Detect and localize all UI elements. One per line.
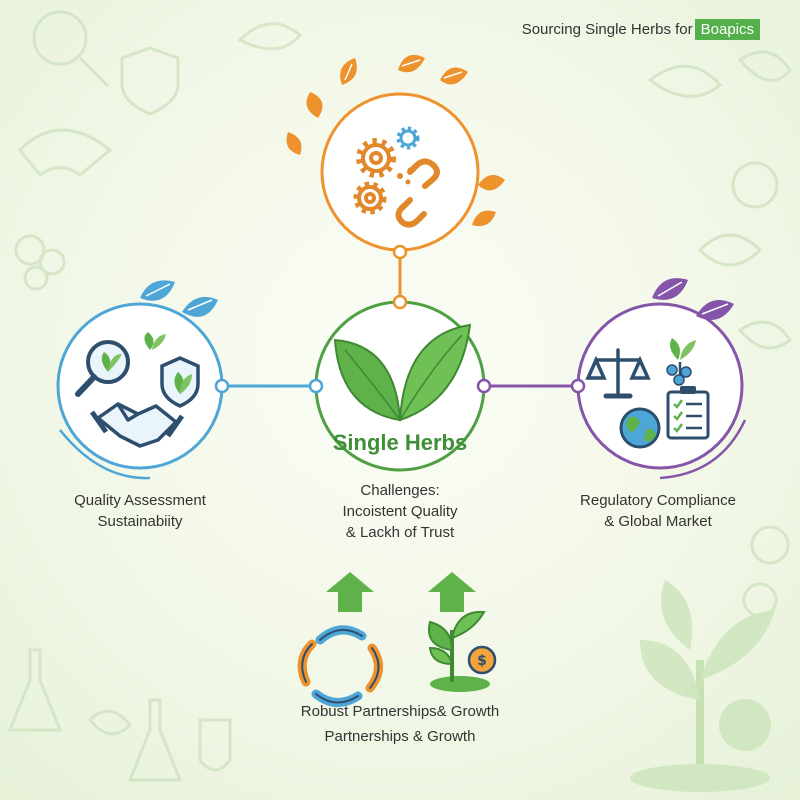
title-text: Sourcing Single Herbs for: [521, 21, 693, 38]
center-top-dot: [392, 294, 408, 310]
bg-flask-icon: [7, 648, 63, 732]
quality-label-line-2: Sustainabiity: [97, 513, 183, 530]
bg-coin-icon: [731, 161, 779, 209]
center-subtitle-line-1: Challenges:: [360, 482, 440, 499]
compliance-label-line-1: Regulatory Compliance: [580, 492, 736, 509]
herb-leaves-icon: [333, 323, 472, 422]
small-leaf-icon: [144, 332, 166, 350]
quality-label-line-1: Quality Assessment: [74, 492, 206, 509]
quality-node: [56, 280, 230, 480]
center-left-dot: [308, 378, 324, 394]
berries-icon: [666, 338, 696, 386]
challenges-node: [286, 54, 505, 260]
globe-icon: [619, 407, 661, 449]
center-right-dot: [476, 378, 492, 394]
center-subtitle-line-3: & Lackh of Trust: [345, 524, 455, 541]
bg-shield-icon: [120, 46, 180, 116]
center-subtitle-line-2: Incoistent Quality: [342, 503, 458, 520]
compliance-node: [570, 278, 747, 480]
broken-chain-icon: [395, 158, 440, 228]
partnerships-label-line-2: Partnerships & Growth: [324, 728, 476, 745]
center-node: [308, 294, 492, 472]
left-node-dot: [214, 378, 230, 394]
bg-sprout-coin-icon: [630, 580, 775, 792]
quality-label: Quality Assessment Sustainabiity: [40, 490, 240, 532]
svg-text:$: $: [477, 653, 487, 669]
shield-leaf-icon: [160, 356, 200, 408]
up-arrow-icon: [326, 572, 374, 612]
right-node-dot: [570, 378, 586, 394]
center-title: Single Herbs: [332, 430, 468, 455]
up-arrow-icon: [428, 572, 476, 612]
bg-magnifier-icon: [32, 10, 88, 66]
orange-leaves-decor: [286, 54, 505, 227]
magnifier-leaf-icon: [75, 340, 130, 397]
brand-badge: Boapics: [694, 19, 760, 40]
partnership-cycle-icon: [297, 625, 383, 707]
growth-plant-coin-icon: $: [428, 610, 497, 692]
center-subtitle: Challenges: Incoistent Quality & Lackh o…: [290, 480, 510, 543]
compliance-label: Regulatory Compliance & Global Market: [548, 490, 768, 532]
handshake-icon: [89, 402, 185, 448]
compliance-label-line-2: & Global Market: [604, 513, 712, 530]
checklist-icon: [666, 386, 710, 440]
scales-icon: [585, 348, 651, 399]
partnerships-label-line-1: Robust Partnerships& Growth: [300, 703, 500, 720]
gears-icon: [353, 126, 420, 215]
top-node-dot: [392, 244, 408, 260]
bg-handshake-icon: [17, 128, 113, 178]
